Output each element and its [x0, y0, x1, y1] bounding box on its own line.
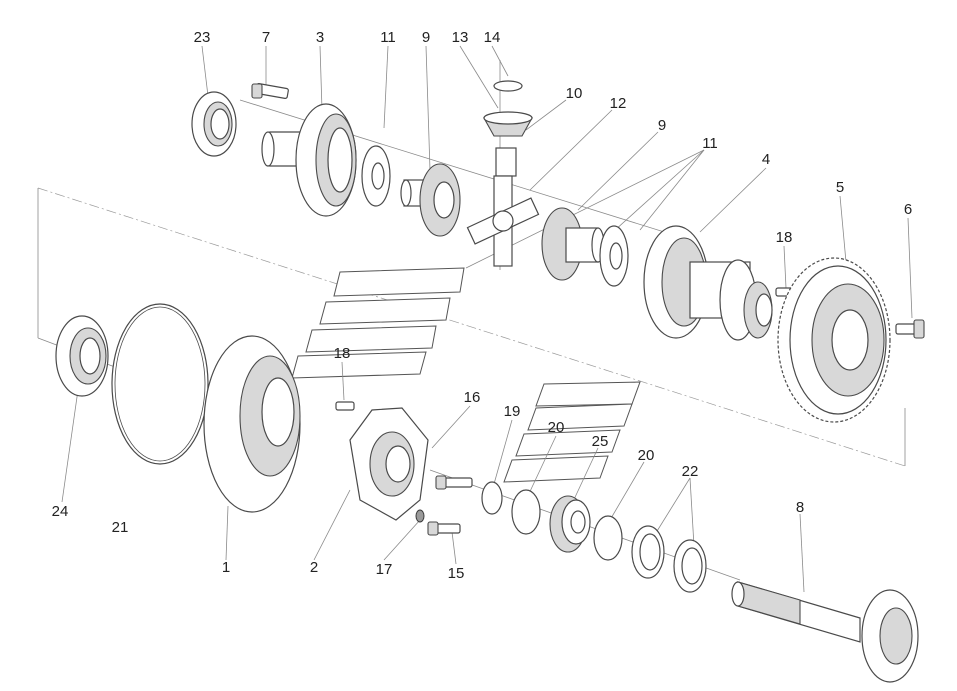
blank-box [503, 455, 609, 483]
seal-bottom [55, 315, 109, 397]
callout-11-right: 11 [702, 135, 718, 152]
leader-17 [383, 519, 421, 561]
ring-gear [777, 257, 891, 423]
thrust-washer-right [599, 225, 629, 287]
callout-4: 4 [762, 151, 770, 168]
differential-case-right [643, 225, 773, 341]
leader-24 [61, 389, 79, 503]
leader-4 [699, 167, 767, 233]
callout-20-b: 20 [638, 447, 655, 464]
bearing-cover-flange [203, 335, 301, 513]
leader-19 [493, 419, 513, 485]
leader-5 [839, 195, 847, 263]
leader-22b [689, 477, 695, 547]
seal-top [191, 91, 237, 157]
blank-box [527, 403, 633, 431]
callout-13: 13 [452, 29, 469, 46]
callout-1: 1 [222, 559, 230, 576]
leader-10 [525, 99, 567, 131]
shaft-bearing [549, 495, 591, 553]
callout-20-a: 20 [548, 419, 565, 436]
leader-15 [451, 531, 457, 565]
leader-18b [341, 361, 345, 401]
leader-23 [201, 45, 209, 97]
leader-9b [577, 131, 659, 211]
leader-lines [61, 45, 913, 593]
blank-box [319, 297, 451, 325]
bearing-housing [349, 407, 429, 521]
leader-13 [459, 45, 499, 109]
leader-11a [383, 45, 389, 129]
leader-16 [431, 405, 471, 449]
callout-2: 2 [310, 559, 318, 576]
blank-box [535, 381, 641, 407]
callout-17: 17 [376, 561, 393, 578]
blank-label-boxes [291, 267, 641, 483]
circlip-a [511, 489, 541, 535]
blank-box [515, 429, 621, 457]
callout-16: 16 [464, 389, 481, 406]
callout-18-top: 18 [776, 229, 793, 246]
leader-1 [225, 505, 229, 561]
o-ring [111, 303, 209, 465]
blank-box [305, 325, 437, 353]
callout-12: 12 [610, 95, 627, 112]
spacer-ring-b [673, 539, 707, 593]
leader-12 [529, 109, 613, 191]
callout-5: 5 [836, 179, 844, 196]
callout-23: 23 [194, 29, 211, 46]
spider-cross [466, 175, 540, 267]
side-gear-right [541, 207, 605, 281]
callout-9-top: 9 [422, 29, 430, 46]
main-axis-line [37, 187, 906, 467]
bolt-housing-lower [427, 521, 461, 536]
leader-3 [319, 45, 323, 111]
dowel-pin-bottom [335, 401, 355, 411]
leader-22a [653, 477, 691, 537]
callout-21: 21 [112, 519, 129, 536]
leader-20a [525, 435, 557, 501]
callout-6: 6 [904, 201, 912, 218]
bolt-right [895, 319, 925, 339]
bolt-housing-upper [435, 475, 473, 490]
callout-25: 25 [592, 433, 609, 450]
leader-9a [425, 45, 431, 171]
callout-9-right: 9 [658, 117, 666, 134]
axle-shaft [731, 581, 919, 683]
callout-22: 22 [682, 463, 699, 480]
blank-box [333, 267, 465, 297]
pinion-gear [483, 80, 533, 177]
leader-20b [609, 461, 645, 521]
callout-3: 3 [316, 29, 324, 46]
callout-19: 19 [504, 403, 521, 420]
circlip-b [593, 515, 623, 561]
differential-cup-left [261, 103, 357, 217]
callout-10: 10 [566, 85, 583, 102]
leader-14 [491, 45, 509, 77]
callout-18-bottom: 18 [334, 345, 351, 362]
spacer-ring-a [631, 525, 665, 579]
leader-6 [907, 217, 913, 319]
callout-24: 24 [52, 503, 69, 520]
spring-washer [415, 509, 425, 523]
callout-14: 14 [484, 29, 501, 46]
side-gear-left [400, 163, 461, 237]
thrust-washer-top [361, 145, 391, 207]
leader-11b-3 [639, 149, 705, 231]
leader-8 [799, 513, 805, 593]
bolt-top [251, 83, 289, 99]
leader-18a [783, 245, 787, 289]
leader-11b-1 [603, 149, 705, 241]
callout-8: 8 [796, 499, 804, 516]
circlip-small [481, 481, 503, 515]
callout-labels: 23 7 3 11 9 13 14 10 12 9 11 4 5 6 18 18… [52, 29, 913, 582]
callout-15: 15 [448, 565, 465, 582]
callout-11-top: 11 [380, 29, 396, 46]
blank-box [291, 351, 427, 379]
callout-7: 7 [262, 29, 270, 46]
leader-2 [313, 489, 351, 561]
